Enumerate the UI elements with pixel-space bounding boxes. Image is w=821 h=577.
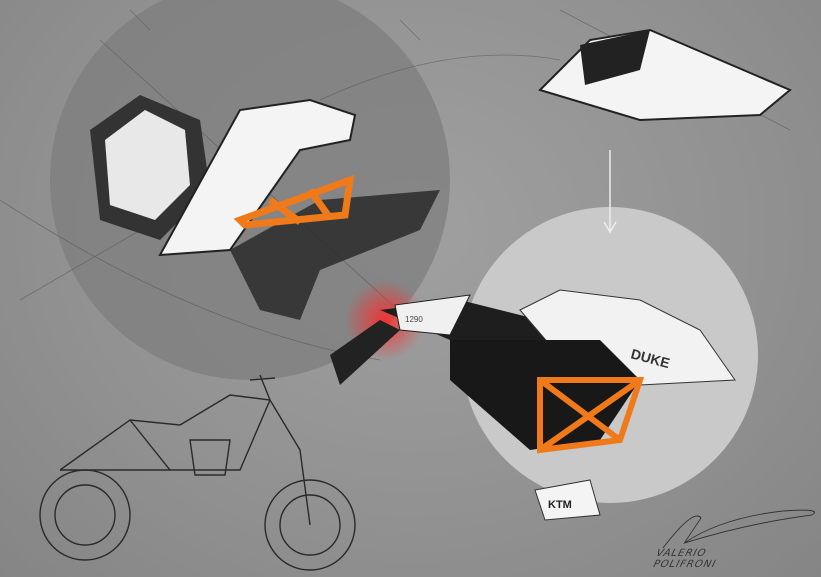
tail-cowl-sketch — [538, 28, 792, 122]
subframe-sketch — [233, 174, 355, 229]
fairing-decal: KTM — [548, 499, 572, 511]
signature-flourish — [662, 509, 815, 549]
headlight-sketch — [90, 95, 210, 240]
front-fairing-sketch — [158, 98, 357, 257]
lineart-bike — [39, 374, 356, 571]
arrow-down — [603, 150, 617, 234]
rendered-bike: KTM DUKE 1290 — [330, 289, 736, 521]
seat-decal: 1290 — [405, 315, 423, 324]
artist-signature: VALERIO POLIFRONI — [652, 509, 815, 570]
signature-last-name: POLIFRONI — [652, 559, 718, 570]
